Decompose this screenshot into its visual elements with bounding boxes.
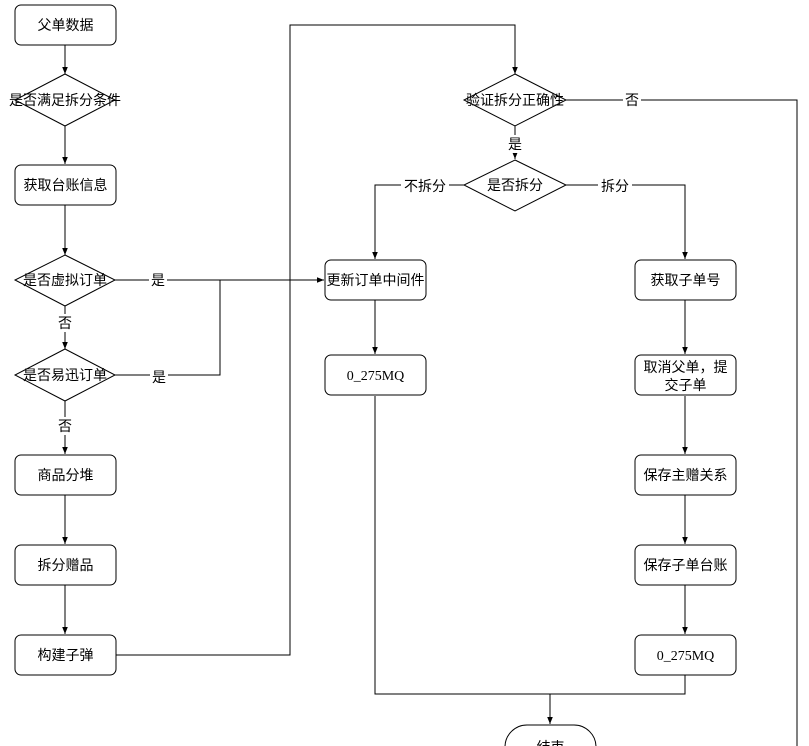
node-meet-split-condition <box>13 73 117 127</box>
label-bg-virtual-no <box>56 314 74 332</box>
node-is-split-label: 是否拆分 <box>487 178 543 194</box>
edge-label-verify-yes: 是 <box>508 137 522 153</box>
node-cancel-parent <box>634 354 737 396</box>
edge-label-split-no: 不拆分 <box>404 179 446 195</box>
node-end <box>504 724 597 746</box>
edge-mq-left-down <box>374 396 550 695</box>
label-bg-verify-no <box>623 91 641 109</box>
node-meet-split-condition-label: 是否满足拆分条件 <box>9 92 121 109</box>
node-end-label: 结束 <box>537 740 565 746</box>
node-build-child-label: 构建子弹 <box>38 648 94 664</box>
label-bg-virtual-yes <box>149 271 167 289</box>
edge-mq-right-down <box>550 675 686 695</box>
node-is-yixun-order <box>13 348 117 402</box>
node-product-pile-label: 商品分堆 <box>38 468 94 484</box>
edge-issplit-yes-to-childno <box>566 184 688 259</box>
edge-label-split-yes: 拆分 <box>601 179 629 195</box>
node-save-gift-relation <box>634 454 737 496</box>
edges <box>62 24 798 746</box>
node-build-child <box>14 634 117 676</box>
node-parent-data-label: 父单数据 <box>38 18 94 34</box>
node-mq-left <box>324 354 427 396</box>
node-mq-left-label: 0_275MQ <box>347 369 405 384</box>
node-cancel-parent-label-line2: 交子单 <box>665 377 707 394</box>
node-is-virtual-order <box>13 254 117 307</box>
edge-label-virtual-yes: 是 <box>151 273 165 289</box>
node-mq-right-label: 0_275MQ <box>657 649 715 664</box>
edge-label-yixun-no: 否 <box>58 419 72 435</box>
edge-label-yixun-yes: 是 <box>152 370 166 386</box>
node-get-ledger-info-label: 获取台账信息 <box>24 177 108 194</box>
edge-label-virtual-no: 否 <box>58 316 72 332</box>
node-get-child-no <box>634 259 737 301</box>
node-is-virtual-order-label: 是否虚拟订单 <box>23 273 107 289</box>
node-is-yixun-order-label: 是否易迅订单 <box>23 368 107 384</box>
node-product-pile <box>14 454 117 496</box>
node-parent-data <box>14 4 117 46</box>
edge-build-to-verify <box>116 24 518 656</box>
node-cancel-parent-label-line1: 取消父单，提 <box>644 360 728 376</box>
edge-labels: 是 否 是 否 是 否 不拆分 拆分 <box>56 91 641 435</box>
edge-issplit-no-to-update <box>372 184 465 259</box>
edge-label-verify-no: 否 <box>625 93 639 109</box>
node-update-order-middleware-label: 更新订单中间件 <box>327 273 425 289</box>
node-update-order-middleware <box>324 259 427 301</box>
node-split-gift-label: 拆分赠品 <box>38 558 94 574</box>
edge-yixun-yes-join <box>115 280 221 376</box>
node-save-child-ledger <box>634 544 737 586</box>
node-mq-right <box>634 634 737 676</box>
node-split-gift <box>14 544 117 586</box>
node-verify-split-label: 验证拆分正确性 <box>466 93 564 109</box>
node-get-child-no-label: 获取子单号 <box>651 273 721 289</box>
node-is-split <box>462 159 568 212</box>
label-bg-verify-yes <box>506 135 524 153</box>
node-get-ledger-info <box>14 164 117 206</box>
label-bg-split-yes <box>598 177 632 195</box>
edge-verify-no-to-end <box>566 99 798 746</box>
nodes: 父单数据 是否满足拆分条件 获取台账信息 是否虚拟订单 是否易迅订单 商品分堆 … <box>9 4 737 746</box>
node-verify-split <box>462 73 568 127</box>
label-bg-split-no <box>401 177 449 195</box>
label-bg-yixun-yes <box>150 368 168 386</box>
label-bg-yixun-no <box>56 417 74 435</box>
node-save-gift-relation-label: 保存主赠关系 <box>644 468 728 484</box>
node-save-child-ledger-label: 保存子单台账 <box>644 558 728 574</box>
